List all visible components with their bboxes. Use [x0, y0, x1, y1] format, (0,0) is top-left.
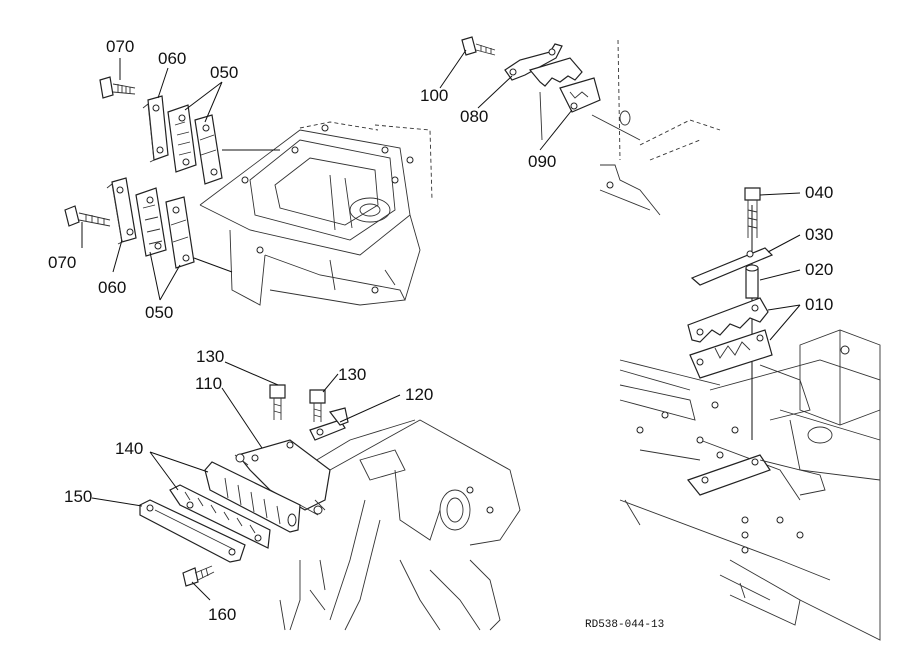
label-100: 100	[420, 86, 448, 105]
reference-code: RD538-044-13	[585, 619, 664, 631]
top-middle-assembly	[461, 36, 721, 216]
label-030: 030	[805, 225, 833, 244]
label-050-lower: 050	[145, 303, 173, 322]
bolt-130-right	[309, 389, 326, 422]
part-labels: 070 060 050 070 060 050 100 080 090 040 …	[48, 37, 833, 624]
strap-080	[504, 43, 563, 81]
label-130-left: 130	[196, 347, 224, 366]
label-060-upper: 060	[158, 49, 186, 68]
bracket-110	[236, 439, 331, 511]
label-070-upper: 070	[106, 37, 134, 56]
bolt-100	[461, 36, 496, 56]
label-120: 120	[405, 385, 433, 404]
label-070-lower: 070	[48, 253, 76, 272]
label-130-right: 130	[338, 365, 366, 384]
label-110: 110	[195, 374, 222, 393]
leader-lines	[81, 49, 801, 601]
label-160: 160	[208, 605, 236, 624]
clamp-090-b	[559, 77, 601, 113]
clamp-010-upper	[687, 297, 769, 343]
clamp-050-lower-b	[165, 196, 195, 269]
clamp-090-a	[528, 57, 583, 87]
right-assembly	[619, 187, 881, 641]
label-090: 090	[528, 152, 556, 171]
plate-030	[690, 247, 774, 286]
label-150: 150	[64, 487, 92, 506]
label-050-upper: 050	[210, 63, 238, 82]
clamp-050-upper-a	[167, 104, 197, 173]
top-left-assembly	[64, 76, 433, 306]
label-140: 140	[115, 439, 143, 458]
grommet-140	[204, 461, 301, 533]
bolt-160	[182, 565, 215, 587]
bolt-070-upper	[99, 76, 136, 99]
label-020: 020	[805, 260, 833, 279]
spacer-020	[745, 267, 759, 299]
bolt-070-lower	[64, 205, 111, 227]
bolt-130-left	[269, 384, 286, 420]
clamp-050-upper-b	[194, 114, 223, 185]
label-060-lower: 060	[98, 278, 126, 297]
label-010: 010	[805, 295, 833, 314]
clamp-010-lower	[689, 329, 773, 379]
label-040: 040	[805, 183, 833, 202]
bolt-040	[744, 187, 761, 238]
label-080: 080	[460, 107, 488, 126]
clamp-050-lower-a	[135, 187, 167, 257]
bottom-left-assembly	[139, 384, 521, 631]
